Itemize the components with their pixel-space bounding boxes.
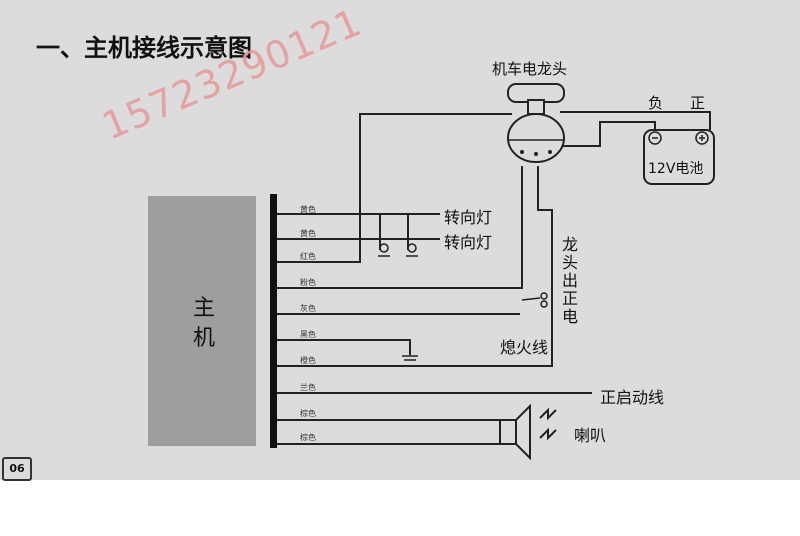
ignition-switch-icon xyxy=(521,292,548,308)
turn-light-label-2: 转向灯 xyxy=(444,233,493,252)
speaker-icon xyxy=(499,403,531,461)
wire-label: 棕色 xyxy=(300,433,316,442)
ground-icon xyxy=(402,355,418,361)
page-title: 一、主机接线示意图 xyxy=(36,34,252,62)
positive-label: 正 xyxy=(690,94,706,112)
wire-label: 黑色 xyxy=(300,330,316,339)
battery-icon xyxy=(643,129,715,185)
sound-wave-icon xyxy=(539,407,557,441)
lock-head-icon xyxy=(507,83,565,163)
ignition-off-label: 熄火线 xyxy=(500,338,549,357)
wire-label: 黄色 xyxy=(300,205,316,214)
main-unit-box xyxy=(148,196,256,446)
wire-6 xyxy=(277,339,411,355)
wire-3 xyxy=(277,113,512,263)
turn-light-label-1: 转向灯 xyxy=(444,208,493,227)
main-unit-label: 主 机 xyxy=(192,296,215,351)
wire-label: 橙色 xyxy=(300,356,316,365)
wire-label: 粉色 xyxy=(300,278,316,287)
wire-7 xyxy=(277,166,553,367)
wire-battery-pos xyxy=(560,111,711,130)
turn-light-switch-icon xyxy=(378,243,418,257)
lock-output-label: 龙头出正电 xyxy=(562,235,579,326)
connector-bar xyxy=(270,194,277,448)
battery-label: 12V电池 xyxy=(648,161,704,177)
wire-label: 棕色 xyxy=(300,409,316,418)
lock-head-label: 机车电龙头 xyxy=(492,60,568,78)
speaker-label: 喇叭 xyxy=(574,426,607,445)
start-line-label: 正启动线 xyxy=(600,388,665,407)
wire-label: 红色 xyxy=(300,252,316,261)
wire-4 xyxy=(277,166,523,289)
wire-label: 灰色 xyxy=(300,304,316,313)
negative-label: 负 xyxy=(648,94,664,112)
wire-label: 兰色 xyxy=(300,383,316,392)
page-number: 06 xyxy=(2,457,32,481)
wire-label: 黄色 xyxy=(300,229,316,238)
wire-battery-neg xyxy=(560,121,656,147)
